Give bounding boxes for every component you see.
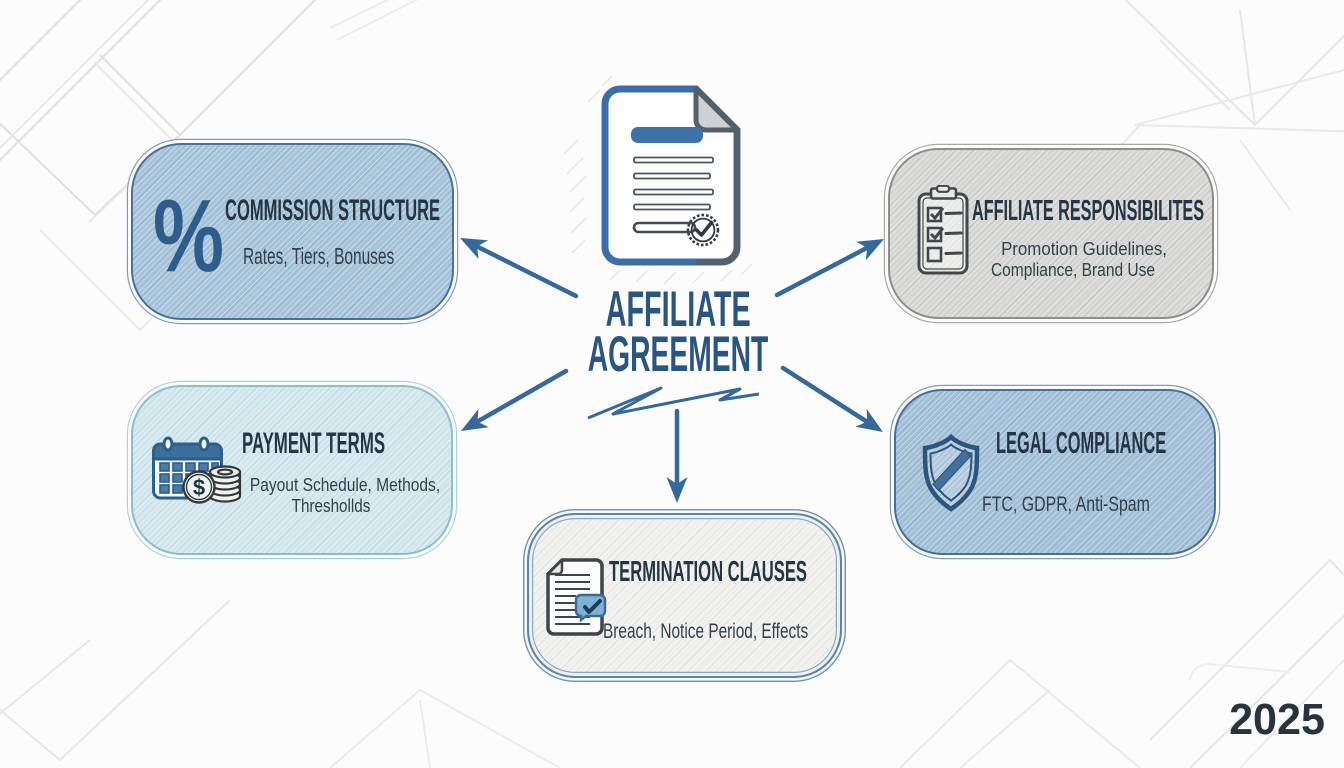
svg-text:$: $ [193, 475, 205, 500]
